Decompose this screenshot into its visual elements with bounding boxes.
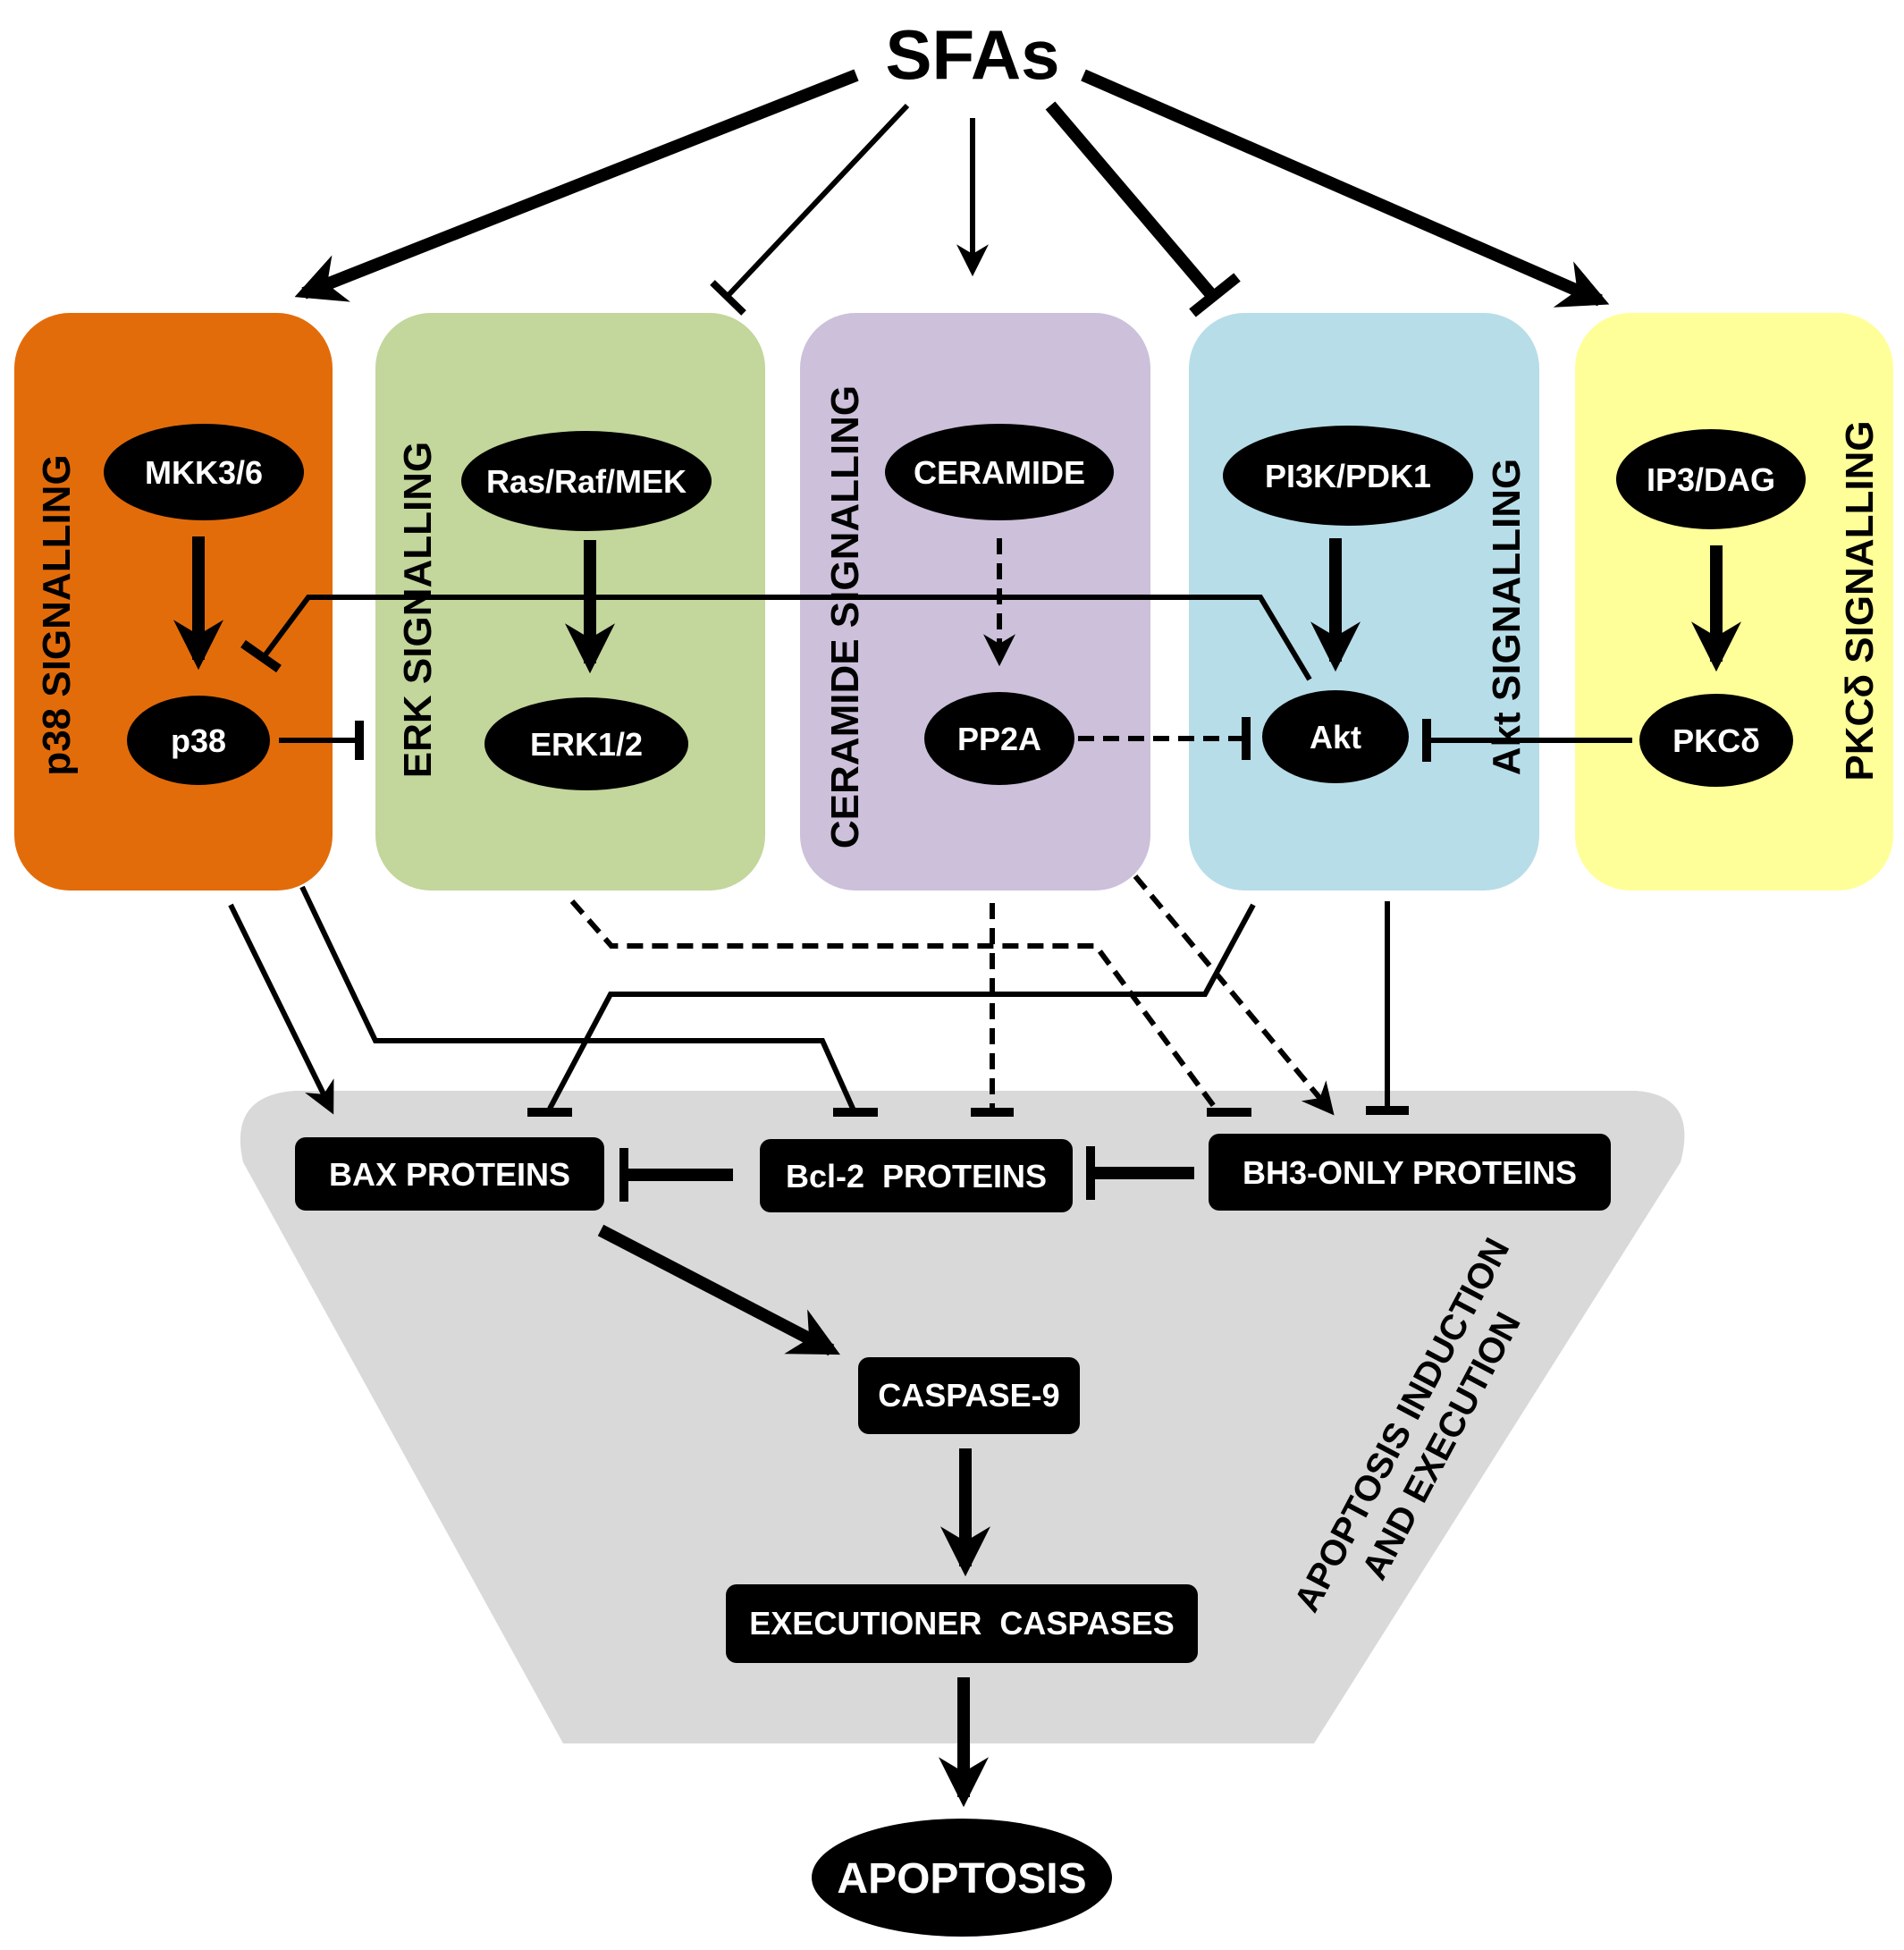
edge-akt-inhibits-bax [547, 903, 1256, 1110]
edge-ceramide-bh3 [1133, 874, 1335, 1116]
apoptosis-edges [597, 1146, 1194, 1808]
cross-edges [240, 595, 1632, 762]
node-p38 [127, 696, 270, 785]
node-mkk [104, 424, 304, 520]
panel-label-erk: ERK SIGNALLING [396, 442, 440, 778]
node-ras [461, 431, 712, 531]
node-ip3 [1616, 429, 1806, 529]
node-ras-label: Ras/Raf/MEK [486, 463, 687, 500]
node-pkcd [1639, 694, 1793, 787]
edge-sfa-pkcd [1081, 69, 1610, 308]
box-bcl2-label: Bcl-2 PROTEINS [786, 1158, 1047, 1194]
node-pkcd-label: PKCδ [1672, 722, 1760, 759]
box-bcl2 [760, 1139, 1073, 1212]
edge-p38-inhibits-bcl2 [299, 885, 856, 1112]
box-casp9-label: CASPASE-9 [878, 1377, 1059, 1414]
node-ceramide [885, 424, 1114, 520]
node-erk-label: ERK1/2 [530, 726, 643, 763]
node-pp2a [924, 692, 1074, 785]
node-erk [484, 697, 688, 790]
edge-sfa-p38 [294, 69, 859, 302]
edge-akt-inhibits-p38-bar [240, 639, 282, 673]
box-casp9 [858, 1357, 1080, 1434]
node-pi3k-label: PI3K/PDK1 [1265, 458, 1431, 494]
node-p38-label: p38 [171, 722, 226, 759]
node-mkk-label: MKK3/6 [145, 454, 263, 491]
node-pp2a-label: PP2A [957, 721, 1041, 757]
outcome-apoptosis [812, 1819, 1112, 1937]
sfa-edges [294, 69, 1610, 317]
node-ceramide-label: CERAMIDE [914, 454, 1085, 491]
node-ip3-label: IP3/DAG [1647, 461, 1775, 498]
box-bax-label: BAX PROTEINS [329, 1156, 570, 1193]
box-bh3-label: BH3-ONLY PROTEINS [1243, 1154, 1577, 1191]
box-bax [295, 1137, 604, 1211]
panel-label-ceramide: CERAMIDE SIGNALLING [823, 385, 867, 848]
edge-sfa-akt-inhibit [1045, 101, 1219, 302]
box-bh3 [1209, 1134, 1611, 1211]
node-akt-label: Akt [1310, 719, 1361, 756]
edge-sfa-erk-inhibit [726, 103, 910, 298]
box-exec-label: EXECUTIONER CASPASES [749, 1605, 1174, 1642]
node-akt [1262, 690, 1409, 783]
apoptosis-boxes [295, 1134, 1611, 1937]
edge-sfa-akt-bar [1189, 273, 1241, 317]
panel-label-akt: Akt SIGNALLING [1485, 459, 1529, 775]
node-pi3k [1223, 426, 1473, 526]
panel-edges [173, 536, 1741, 674]
edge-sfa-erk-bar [710, 280, 746, 316]
edge-p38-bax [228, 903, 334, 1115]
outcome-apoptosis-label: APOPTOSIS [837, 1855, 1086, 1903]
box-exec [726, 1584, 1198, 1663]
panel-label-pkcd: PKCδ SIGNALLING [1838, 420, 1882, 781]
edge-akt-inhibits-p38 [261, 595, 1312, 681]
edge-bax-casp9 [597, 1224, 840, 1356]
title-sfas: SFAs [885, 15, 1059, 94]
panel-label-p38: p38 SIGNALLING [35, 454, 79, 775]
signalling-nodes [104, 424, 1806, 790]
edge-erk-inhibits-bh3 [569, 899, 1218, 1110]
panel-to-apoptosis-edges [228, 874, 1409, 1117]
